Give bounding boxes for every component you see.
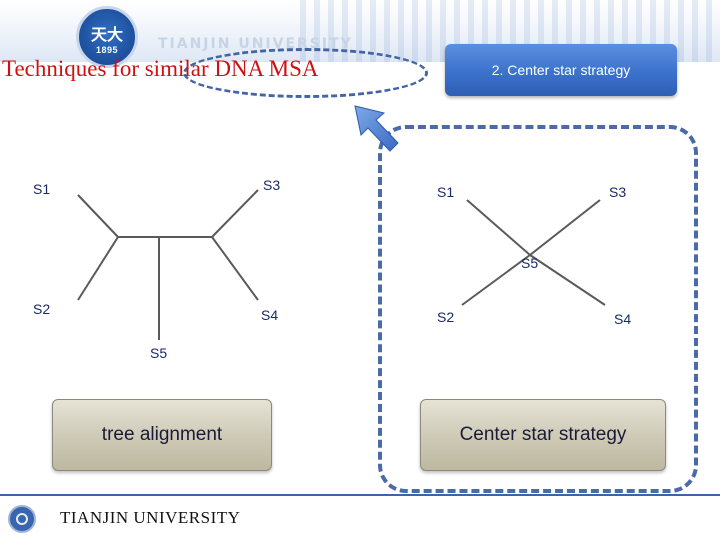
tree-node-s1: S1 (33, 181, 51, 197)
tree-edge-s3 (211, 189, 259, 238)
logo-text: 天大 (90, 25, 123, 44)
center-star-button[interactable]: 2. Center star strategy (445, 44, 677, 96)
center-star-panel (378, 125, 698, 493)
star-edge-s1 (466, 199, 531, 256)
tree-node-s2: S2 (33, 301, 51, 317)
tree-edge-s4 (211, 236, 259, 301)
star-node-s4: S4 (614, 311, 632, 327)
center-star-box: Center star strategy (420, 399, 666, 471)
footer-university-name: TIANJIN UNIVERSITY (60, 508, 241, 527)
footer-divider (0, 494, 720, 496)
tree-node-s5: S5 (150, 345, 168, 361)
footer-seal-icon (8, 505, 36, 533)
star-node-s1: S1 (437, 184, 455, 200)
slide-title: Techniques for similar DNA MSA (2, 56, 319, 81)
star-edge-s2 (461, 254, 531, 306)
tree-node-s4: S4 (261, 307, 279, 323)
star-node-s3: S3 (609, 184, 627, 200)
star-edge-s4 (529, 254, 606, 306)
tree-edges (77, 189, 259, 340)
title-highlight-oval (183, 48, 428, 98)
tree-alignment-label: tree alignment (101, 424, 223, 445)
tree-alignment-box: tree alignment (52, 399, 272, 471)
star-node-s2: S2 (437, 309, 455, 325)
star-edge-s3 (529, 199, 601, 256)
star-node-s5: S5 (521, 255, 539, 271)
university-logo: 天大 1895 (76, 6, 138, 68)
center-star-label: Center star strategy (459, 424, 627, 445)
center-star-button-label: 2. Center star strategy (491, 62, 631, 78)
tree-edge-s2 (77, 236, 119, 301)
tree-node-s3: S3 (263, 177, 281, 193)
tree-edge-s1 (77, 194, 119, 238)
star-edges (461, 199, 606, 306)
logo-year: 1895 (95, 45, 119, 55)
pointer-arrow-icon (354, 105, 399, 152)
